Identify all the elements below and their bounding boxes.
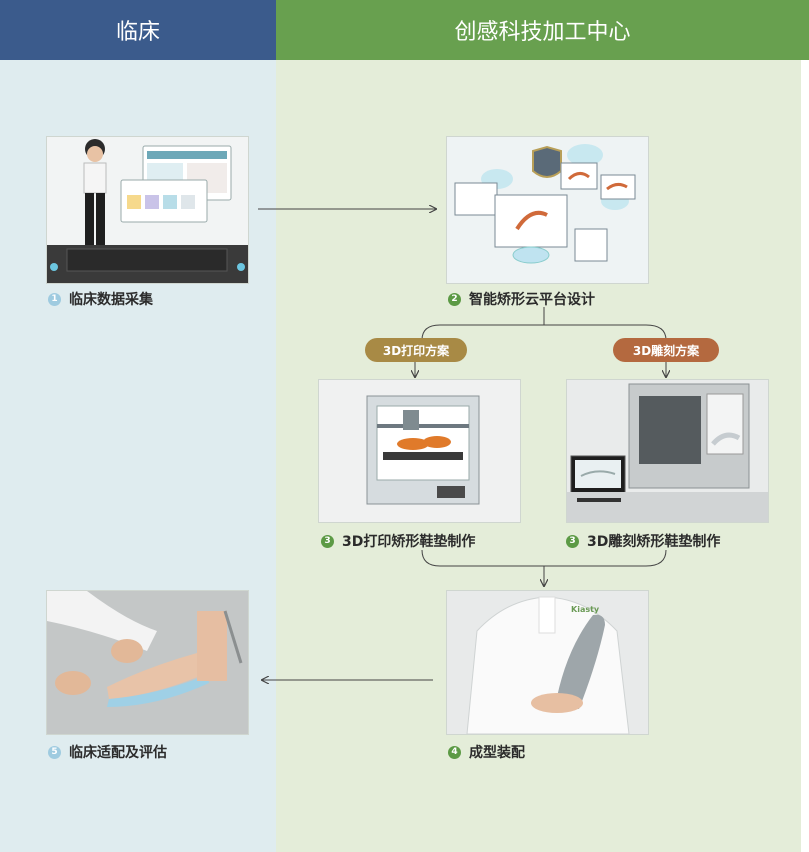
step-4-label: 4 成型装配 (448, 742, 525, 762)
step-2-text: 智能矫形云平台设计 (469, 292, 595, 308)
step-4-text: 成型装配 (469, 745, 525, 761)
assembly-photo: Kiasty (446, 590, 649, 735)
step-2-label: 2 智能矫形云平台设计 (448, 289, 595, 309)
clinical-fitting-photo (46, 590, 249, 735)
cnc-carving-photo (566, 379, 769, 523)
3d-printer-illustration (366, 395, 480, 505)
right-edge-strip (801, 0, 809, 852)
clinic-header: 临床 (0, 0, 276, 60)
cloud-platform-photo (446, 136, 649, 284)
clinic-scan-illustration (47, 139, 248, 283)
carve-plan-pill: 3D雕刻方案 (613, 338, 719, 362)
step-1-text: 临床数据采集 (69, 292, 153, 308)
branch-split-connector (421, 307, 667, 341)
step-4-number: 4 (448, 745, 461, 759)
step-5-number: 5 (48, 745, 61, 759)
step-3-carve-number: 3 (566, 534, 579, 548)
insole-brand-text: Kiasty (571, 605, 600, 614)
cnc-carving-illustration (567, 380, 768, 522)
step-1-label: 1 临床数据采集 (48, 289, 153, 309)
branch-merge-connector (421, 549, 667, 586)
clinic-scan-photo (46, 136, 249, 284)
step-3-print-number: 3 (321, 534, 334, 548)
step-3-print-label: 3 3D打印矫形鞋垫制作 (321, 531, 475, 551)
step-5-text: 临床适配及评估 (69, 745, 167, 761)
3d-printer-photo (318, 379, 521, 523)
processing-center-header: 创感科技加工中心 (276, 0, 809, 60)
cloud-platform-illustration (454, 144, 636, 264)
assembly-illustration (447, 591, 648, 734)
step-3-print-text: 3D打印矫形鞋垫制作 (342, 534, 476, 550)
step-3-carve-text: 3D雕刻矫形鞋垫制作 (587, 534, 721, 550)
print-plan-pill: 3D打印方案 (365, 338, 467, 362)
step-1-number: 1 (48, 292, 61, 306)
clinical-fitting-illustration (47, 591, 248, 734)
step-3-carve-label: 3 3D雕刻矫形鞋垫制作 (566, 531, 720, 551)
step-2-number: 2 (448, 292, 461, 306)
step-5-label: 5 临床适配及评估 (48, 742, 167, 762)
